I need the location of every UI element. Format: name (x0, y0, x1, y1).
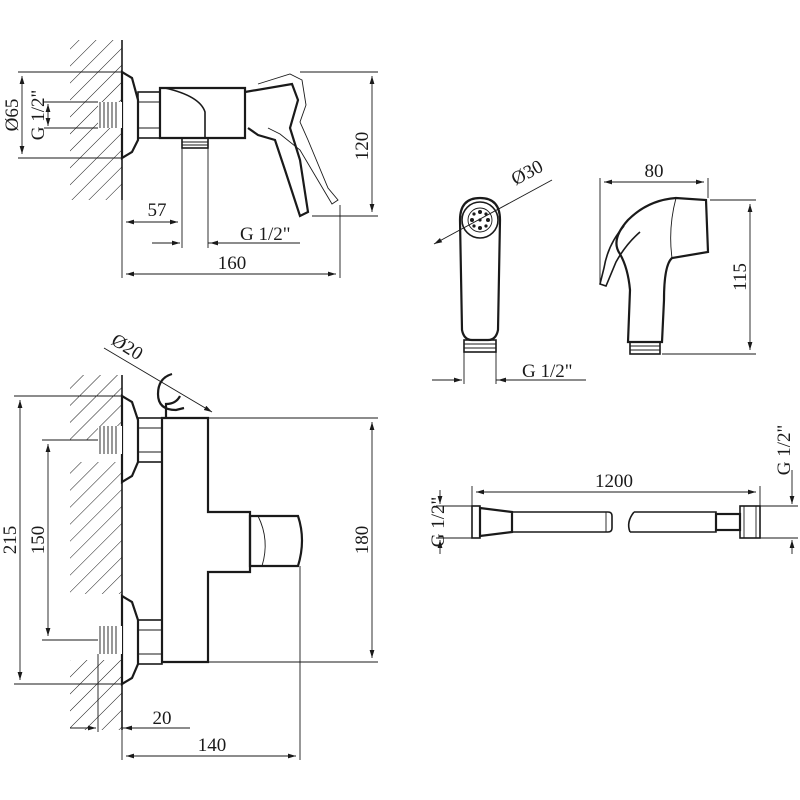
hose-tube-left (512, 511, 613, 533)
top-length-160-label: 160 (218, 253, 247, 274)
hose-right-nut (714, 512, 742, 532)
sprayer-width-80-label: 80 (645, 161, 664, 182)
bottom-upper-nut (137, 417, 163, 463)
sprayer-front-body (458, 196, 502, 342)
sprayer-nozzle-holes-icon (470, 210, 490, 230)
sprayer-side-trigger (599, 225, 641, 287)
bottom-mixer-view: Ø20 215 150 180 20 140 (0, 330, 378, 760)
bottom-upper-flange (120, 394, 140, 484)
height-180-label: 180 (352, 526, 373, 555)
spacing-150-label: 150 (28, 526, 49, 555)
top-wall-flange (120, 70, 140, 160)
top-mixer-body (158, 86, 247, 140)
sprayer-side-thread (629, 341, 661, 355)
top-outlet-thread-label: G 1/2" (240, 224, 291, 245)
height-215-label: 215 (0, 526, 21, 555)
top-hex-nut (137, 91, 161, 139)
hose-view: 1200 G 1/2" G 1/2" (428, 425, 798, 554)
hose-left-thread-label: G 1/2" (428, 497, 449, 548)
sprayer-side-body (615, 196, 710, 344)
bottom-wall-hatch-lower (70, 660, 122, 730)
sprayer-side-view: 80 115 (599, 161, 756, 355)
bottom-lever (248, 514, 304, 568)
top-outlet-thread (181, 137, 209, 149)
bottom-lower-flange (120, 594, 140, 686)
hose-left-fitting (471, 505, 481, 539)
length-140-label: 140 (198, 735, 227, 756)
sprayer-height-115-label: 115 (730, 263, 751, 291)
top-lever (244, 82, 310, 218)
sprayer-nozzle-face (461, 201, 499, 239)
bottom-wall-hatch-middle (70, 462, 122, 594)
holder-dia-20-label: Ø20 (107, 330, 146, 365)
top-inlet-thread (98, 102, 122, 128)
sprayer-dia-30-label: Ø30 (508, 156, 547, 190)
top-thread-label: G 1/2" (28, 90, 49, 141)
hose-right-thread-label: G 1/2" (774, 425, 795, 476)
hose-tube-right (630, 511, 717, 533)
sprayer-front-view: Ø30 G 1/2" (432, 156, 586, 384)
top-mixer-view: Ø65 G 1/2" 120 57 G 1/2" 160 (2, 40, 378, 278)
top-dia-65-label: Ø65 (2, 99, 23, 132)
sprayer-front-thread (463, 339, 497, 353)
dim-20-label: 20 (153, 708, 172, 729)
shower-holder-hook (156, 372, 185, 412)
bottom-mixer-body (160, 416, 252, 664)
hose-length-1200-label: 1200 (595, 471, 633, 492)
top-height-120-label: 120 (352, 132, 373, 161)
sprayer-front-thread-label: G 1/2" (522, 361, 573, 382)
bottom-lower-nut (137, 619, 163, 665)
top-dim-57-label: 57 (148, 200, 167, 221)
top-lever-ghost (257, 73, 339, 205)
hose-break (627, 511, 635, 533)
